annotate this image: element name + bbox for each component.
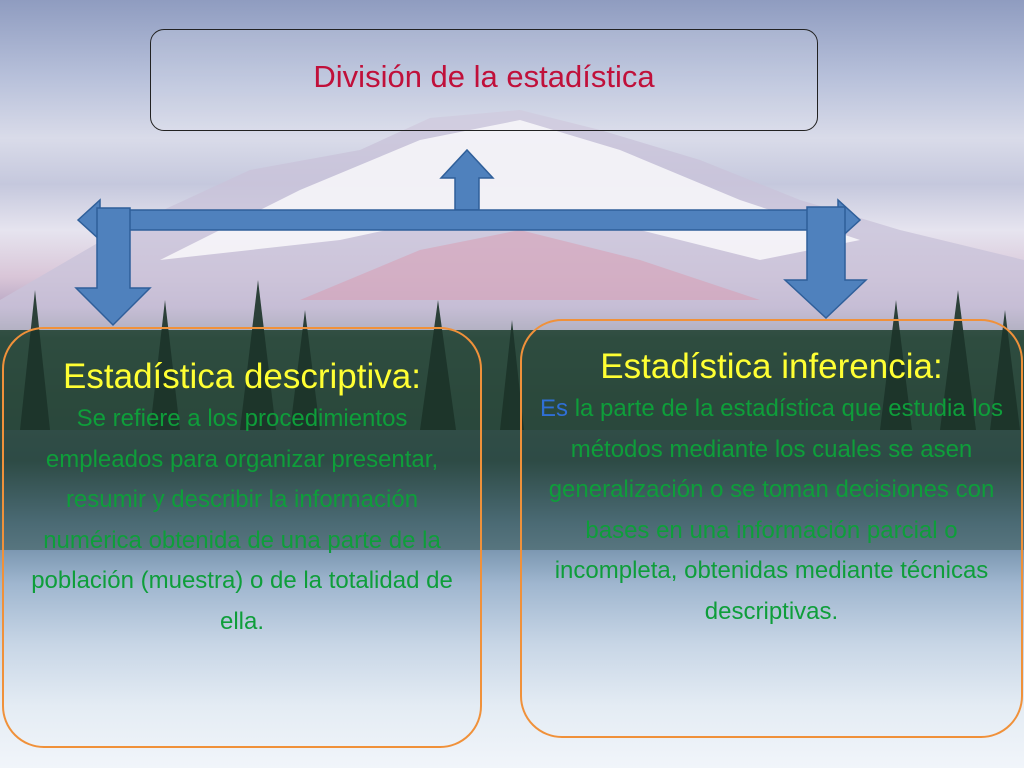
descriptive-body: Se refiere a los procedimientos empleado… bbox=[31, 405, 453, 635]
slide-title: División de la estadística bbox=[313, 59, 655, 94]
descriptive-card: Estadística descriptiva: Se refiere a lo… bbox=[2, 327, 482, 748]
inferential-card: Estadística inferencia: Es la parte de l… bbox=[520, 319, 1023, 738]
title-box: División de la estadística bbox=[150, 29, 818, 131]
inferential-body: la parte de la estadística que estudia l… bbox=[548, 395, 1003, 625]
descriptive-heading: Estadística descriptiva: bbox=[63, 357, 421, 396]
inferential-lead: Es bbox=[540, 395, 569, 422]
inferential-heading: Estadística inferencia: bbox=[600, 347, 943, 386]
inferential-body-container: Es la parte de la estadística que estudi… bbox=[536, 389, 1007, 632]
